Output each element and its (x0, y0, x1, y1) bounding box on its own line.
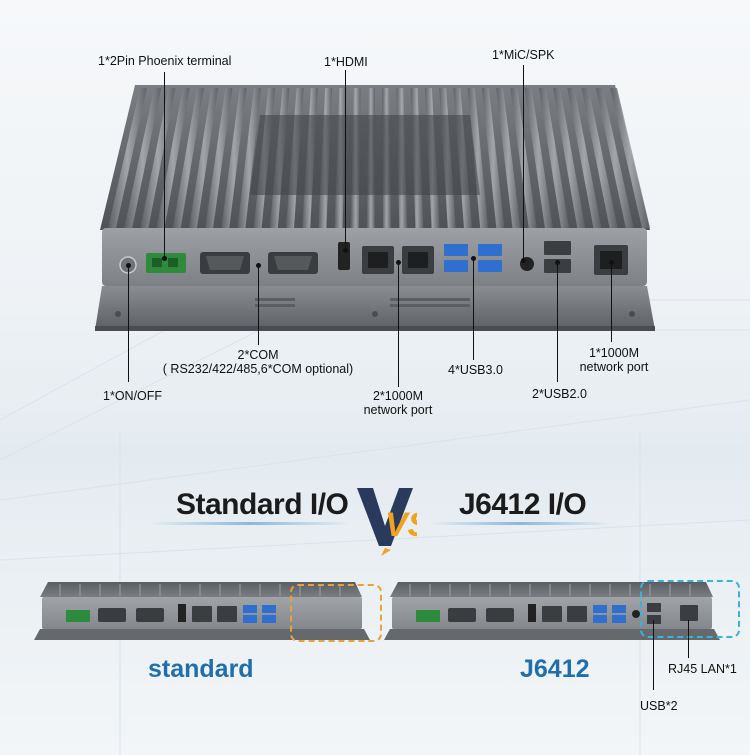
label-usb3: 4*USB3.0 (448, 363, 503, 377)
callout-dot-mic (521, 258, 526, 263)
label-lan-dual: 2*1000M network port (352, 389, 444, 417)
label-rj45-lan: RJ45 LAN*1 (668, 662, 737, 676)
callout-line-lan2 (398, 262, 400, 387)
callout-line-onoff (128, 265, 130, 382)
title-j6412-io: J6412 I/O (459, 488, 587, 521)
callout-line-com (258, 265, 260, 345)
label-lan-single-desc: network port (579, 360, 649, 374)
heatsink-fin (237, 88, 261, 228)
title-j6412-underline (430, 522, 610, 525)
label-phoenix-terminal: 1*2Pin Phoenix terminal (98, 54, 232, 68)
title-standard-underline (150, 522, 350, 525)
callout-line-usb3 (473, 258, 475, 360)
callout-dot-usb3 (471, 256, 476, 261)
callout-dot-hdmi (343, 248, 348, 253)
label-lan-single-count: 1*1000M (588, 346, 640, 360)
heatsink-fin (538, 88, 570, 228)
heatsink-fin (595, 88, 634, 228)
heatsink-fin (188, 88, 219, 228)
heatsink-fin (567, 88, 602, 228)
callout-line-phoenix (164, 72, 166, 257)
label-lan-single: 1*1000M network port (568, 346, 660, 374)
heatsink-fin (205, 88, 233, 228)
label-com-count: 2*COM (237, 348, 279, 362)
vs-badge: VS (357, 488, 417, 556)
heatsink-fin (610, 88, 650, 228)
label-lan-dual-count: 2*1000M (372, 389, 424, 403)
callout-line-lan1 (611, 262, 613, 342)
label-usb2: 2*USB2.0 (532, 387, 587, 401)
heatsink-fin (140, 88, 176, 228)
label-lan-dual-desc: network port (363, 403, 433, 417)
caption-j6412: J6412 (520, 655, 590, 683)
callout-line-hdmi (345, 70, 347, 250)
title-standard-io: Standard I/O (176, 488, 349, 521)
callout-dot-lan1 (609, 260, 614, 265)
heatsink-fin (172, 88, 204, 228)
caption-standard: standard (148, 655, 254, 683)
vs-text: VS (385, 506, 417, 544)
comparison-devices (34, 582, 720, 640)
heatsink-fin (467, 88, 489, 228)
heatsink-fin (108, 88, 147, 228)
main-device-illustration (95, 85, 655, 331)
heatsink-fin (221, 88, 247, 228)
callout-line-mic (523, 65, 525, 260)
callout-dot-onoff (126, 263, 131, 268)
callout-dot-lan2 (396, 260, 401, 265)
heatsink-fin (524, 88, 553, 228)
j6412-extra-ports-highlight (640, 580, 740, 638)
leader-line-usb (653, 620, 655, 690)
label-com-detail: ( RS232/422/485,6*COM optional) (162, 362, 354, 376)
standard-empty-area-highlight (290, 584, 382, 642)
heatsink-fin (481, 88, 505, 228)
heatsink-fin (581, 88, 618, 228)
label-com: 2*COM ( RS232/422/485,6*COM optional) (150, 348, 366, 376)
label-mic-spk: 1*MiC/SPK (492, 48, 555, 62)
callout-dot-phoenix (162, 256, 167, 261)
heatsink-fin (496, 88, 521, 228)
leader-line-rj45 (688, 620, 690, 658)
label-usb-2: USB*2 (640, 699, 678, 713)
heatsink-fin (553, 88, 586, 228)
callout-dot-com (256, 263, 261, 268)
callout-line-usb2 (557, 262, 559, 382)
heatsink-fin (124, 88, 162, 228)
label-on-off: 1*ON/OFF (103, 389, 163, 403)
callout-dot-usb2 (555, 260, 560, 265)
label-hdmi: 1*HDMI (324, 55, 368, 69)
